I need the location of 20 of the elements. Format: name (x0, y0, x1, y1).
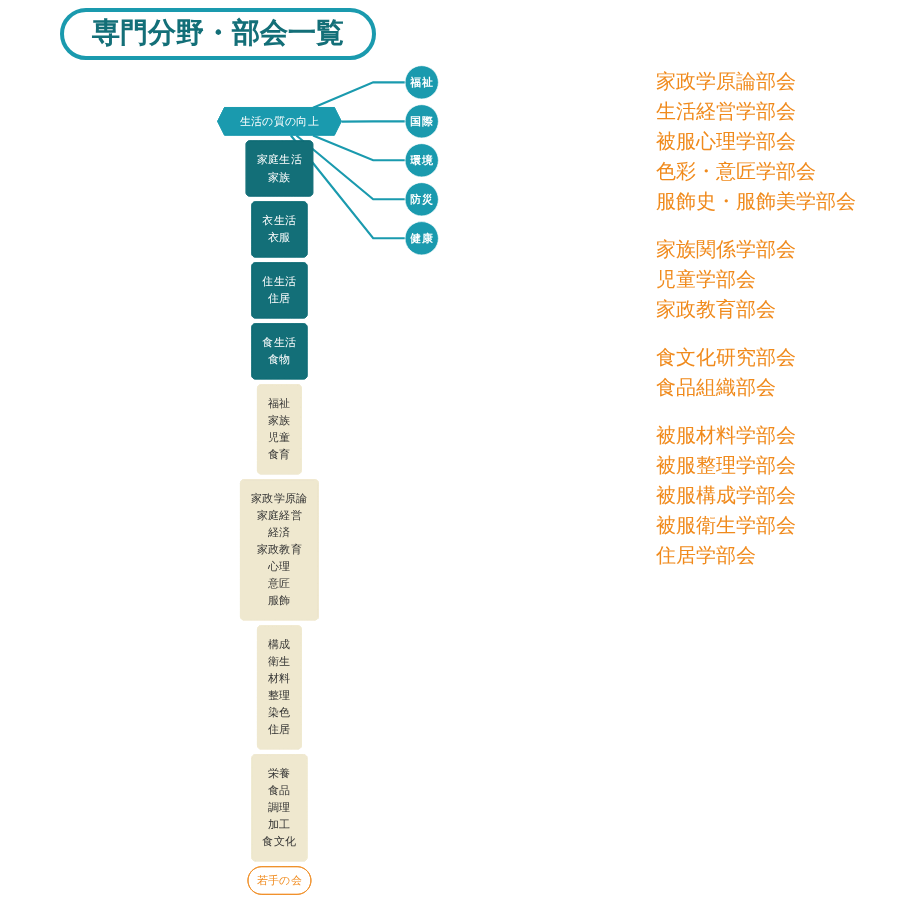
title: 専門分野・部会一覧 (60, 8, 376, 60)
committee-label: 家政学原論部会 (656, 69, 798, 96)
connector (341, 120, 406, 123)
committee-label: 被服心理学部会 (656, 129, 798, 156)
committee-label: 生活経営学部会 (656, 99, 798, 126)
committee-label: 家政教育部会 (656, 297, 778, 324)
committee-label: 被服衛生学部会 (656, 513, 798, 540)
connector (312, 134, 406, 162)
connector (312, 81, 406, 109)
committee-label: 住居学部会 (656, 543, 758, 570)
committee-label: 食品組織部会 (656, 375, 778, 402)
committee-label: 服飾史・服飾美学部会 (656, 189, 858, 216)
committee-label: 被服構成学部会 (656, 483, 798, 510)
committee-label: 色彩・意匠学部会 (656, 159, 818, 186)
committee-label: 被服材料学部会 (656, 423, 798, 450)
committee-label: 食文化研究部会 (656, 345, 798, 372)
committee-label: 児童学部会 (656, 267, 758, 294)
connector (295, 134, 406, 201)
committee-label: 家族関係学部会 (656, 237, 798, 264)
committee-label: 被服整理学部会 (656, 453, 798, 480)
